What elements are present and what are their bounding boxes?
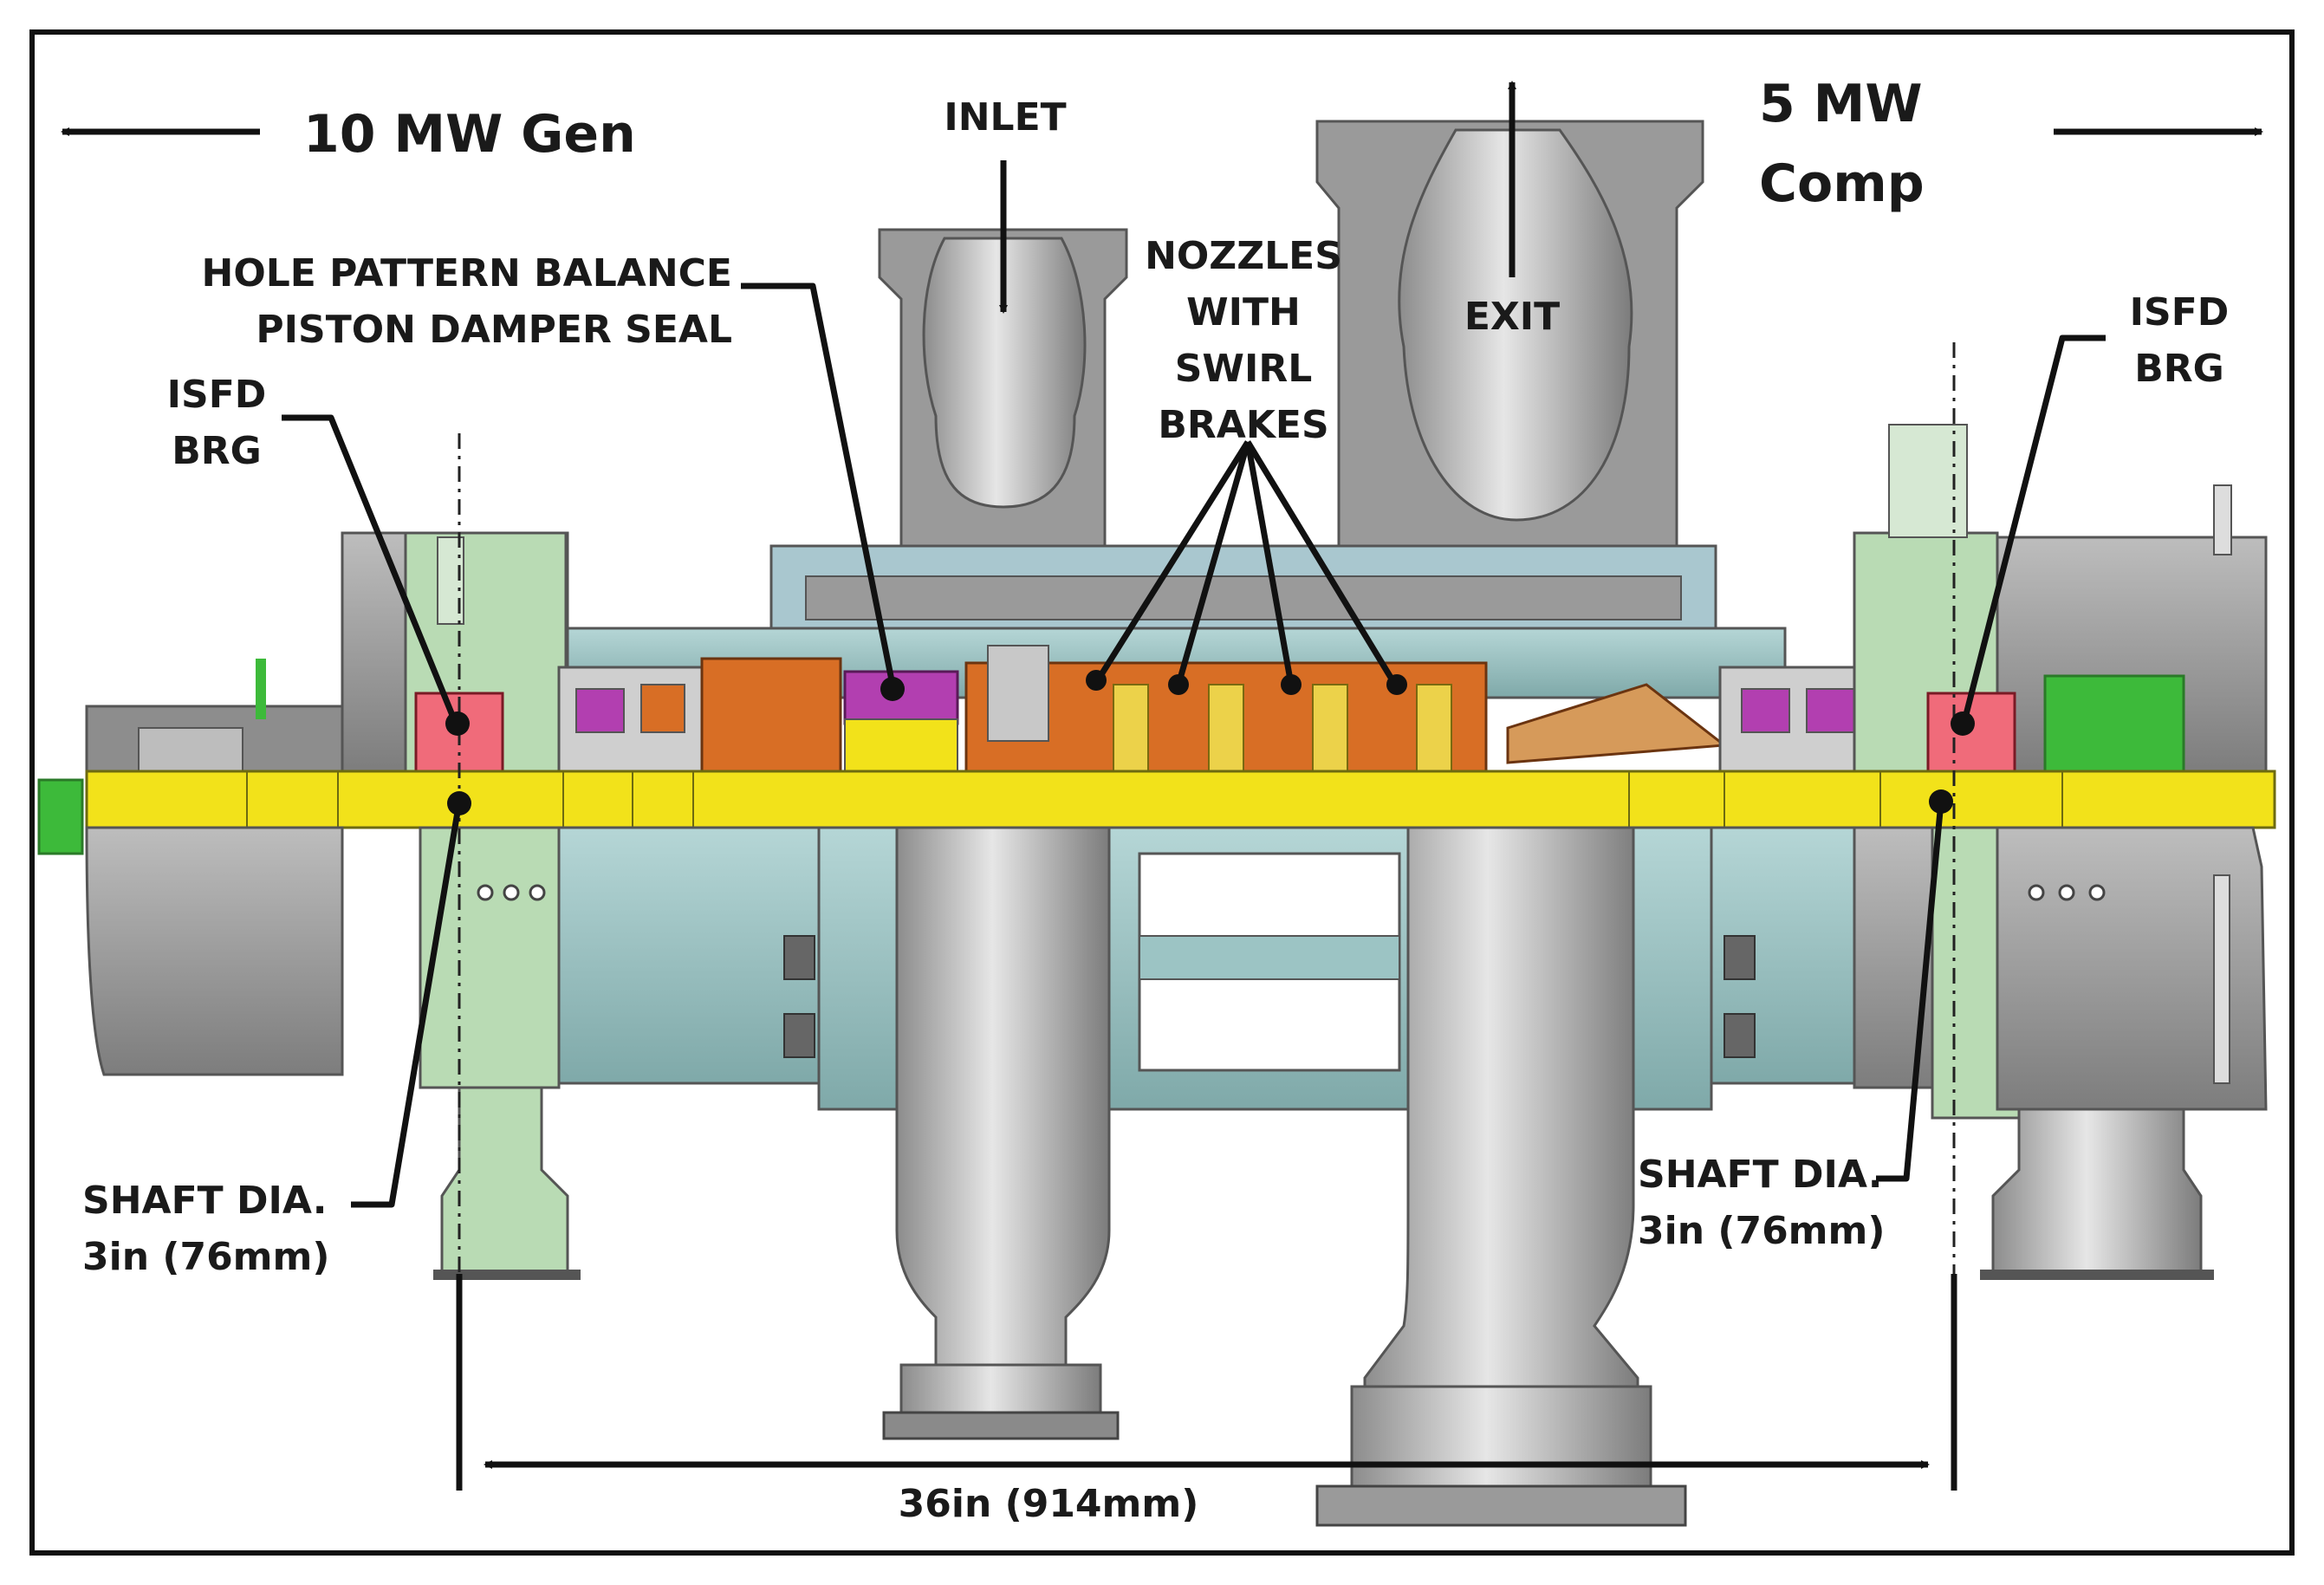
comp-label-line2: Comp	[1759, 153, 1925, 214]
shaft-right-label-line1: SHAFT DIA.	[1638, 1153, 1882, 1197]
exit-label: EXIT	[1464, 295, 1560, 339]
left-coupling	[37, 778, 84, 855]
isfd-left-label-line2: BRG	[172, 429, 262, 473]
hole-pattern-label-line1: HOLE PATTERN BALANCE	[202, 251, 732, 296]
inlet-passage	[922, 237, 1087, 509]
nozzles-label-line1: NOZZLES	[1145, 234, 1342, 278]
shaft-right-label-line2: 3in (76mm)	[1638, 1209, 1885, 1253]
lower-teal-housing	[557, 826, 821, 1085]
leader-dots	[445, 670, 1975, 815]
isfd-right-leader	[1959, 335, 2106, 729]
shaft-right-leader	[1876, 801, 1944, 1182]
gen-label: 10 MW Gen	[303, 104, 636, 165]
text-labels: 10 MW Gen 5 MW Comp INLET EXIT HOLE PATT…	[82, 74, 2229, 1526]
balance-piston	[700, 657, 842, 773]
isfd-right-label-line2: BRG	[2134, 347, 2224, 391]
right-drain-nozzle	[1991, 1108, 2203, 1276]
hole-pattern-leader	[741, 283, 896, 685]
left-bearing-housing-lower	[419, 826, 561, 1089]
isfd-left-leader	[282, 414, 461, 730]
machine-body	[37, 120, 2276, 1527]
damper-seal	[843, 670, 959, 725]
shaft-left-label-line2: 3in (76mm)	[82, 1235, 329, 1279]
shaft-left-leader	[351, 801, 463, 1208]
nozzles-label-line3: SWIRL	[1175, 347, 1313, 391]
span-label: 36in (914mm)	[899, 1482, 1199, 1526]
left-drain-nozzle	[440, 1086, 569, 1276]
left-lower-casing	[85, 826, 344, 1076]
nozzles-label-line2: WITH	[1186, 290, 1301, 335]
bearing-centerlines	[458, 342, 1956, 1274]
nozzles-label-line4: BRAKES	[1158, 403, 1328, 447]
leader-lines	[61, 81, 2263, 1208]
comp-label-line1: 5 MW	[1759, 74, 1923, 134]
inlet-lower-pipe	[895, 826, 1111, 1371]
inlet-label: INLET	[944, 95, 1066, 140]
isfd-right-label-line1: ISFD	[2130, 290, 2230, 335]
span-dimension	[456, 1274, 1957, 1491]
shaft-left-label-line1: SHAFT DIA.	[82, 1179, 327, 1223]
isfd-left-label-line1: ISFD	[167, 373, 267, 417]
hole-pattern-label-line2: PISTON DAMPER SEAL	[256, 308, 732, 352]
exit-passage	[1398, 128, 1633, 522]
